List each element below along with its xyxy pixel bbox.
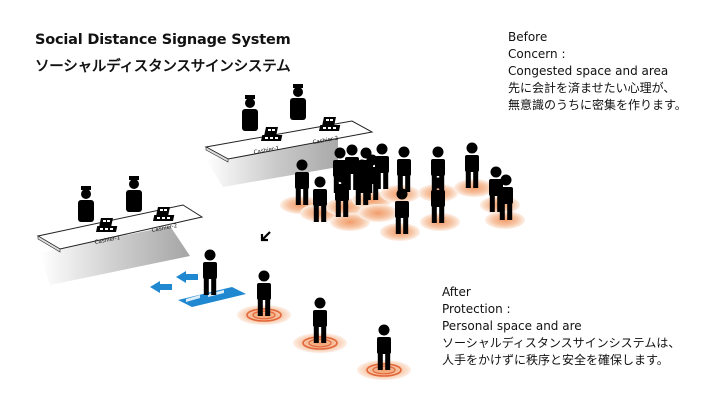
clerk-icon xyxy=(78,186,94,222)
before-line: Congested space and area xyxy=(508,64,669,78)
direction-arrow-icon xyxy=(260,231,271,242)
arrow-left-icon xyxy=(176,271,198,283)
after-heading: After xyxy=(442,285,471,299)
spaced-people xyxy=(203,249,391,370)
clerk-icon xyxy=(126,176,142,212)
before-text-block: Before Concern : Congested space and are… xyxy=(508,29,687,114)
cashier-label: Cashier-1 xyxy=(94,235,121,246)
after-line: 人手をかけずに秩序と安全を確保します。 xyxy=(442,353,669,367)
distance-rings xyxy=(237,305,411,380)
bottom-counter: Cashier-1 Cashier-2 xyxy=(36,176,204,285)
title-japanese: ソーシャルディスタンスサインシステム xyxy=(35,59,291,75)
person-icon xyxy=(203,249,217,295)
before-line: 無意識のうちに密集を作ります。 xyxy=(508,98,687,112)
after-line: Personal space and are xyxy=(442,319,582,333)
floor-arrow-sign xyxy=(150,271,246,307)
counter-shadow xyxy=(206,136,338,187)
cashier-label: Cashier-2 xyxy=(151,223,178,234)
title-english: Social Distance Signage System xyxy=(35,32,291,48)
cashier-label: Cashier-2 xyxy=(312,136,339,146)
before-line: 先に会計を済ませたい心理が、 xyxy=(508,81,676,95)
before-subheading: Concern : xyxy=(508,47,566,61)
cashier-label: Cashier-1 xyxy=(253,146,280,156)
after-subheading: Protection : xyxy=(442,302,511,316)
before-heading: Before xyxy=(508,30,548,44)
arrow-left-icon xyxy=(150,281,172,293)
clerk-icon xyxy=(290,84,306,120)
after-line: ソーシャルディスタンスサインシステムは、 xyxy=(442,336,681,350)
after-text-block: After Protection : Personal space and ar… xyxy=(442,284,680,369)
top-counter: Cashier-1 Cashier-2 xyxy=(204,84,374,187)
clerk-icon xyxy=(242,95,258,131)
counter-shadow xyxy=(40,226,190,285)
